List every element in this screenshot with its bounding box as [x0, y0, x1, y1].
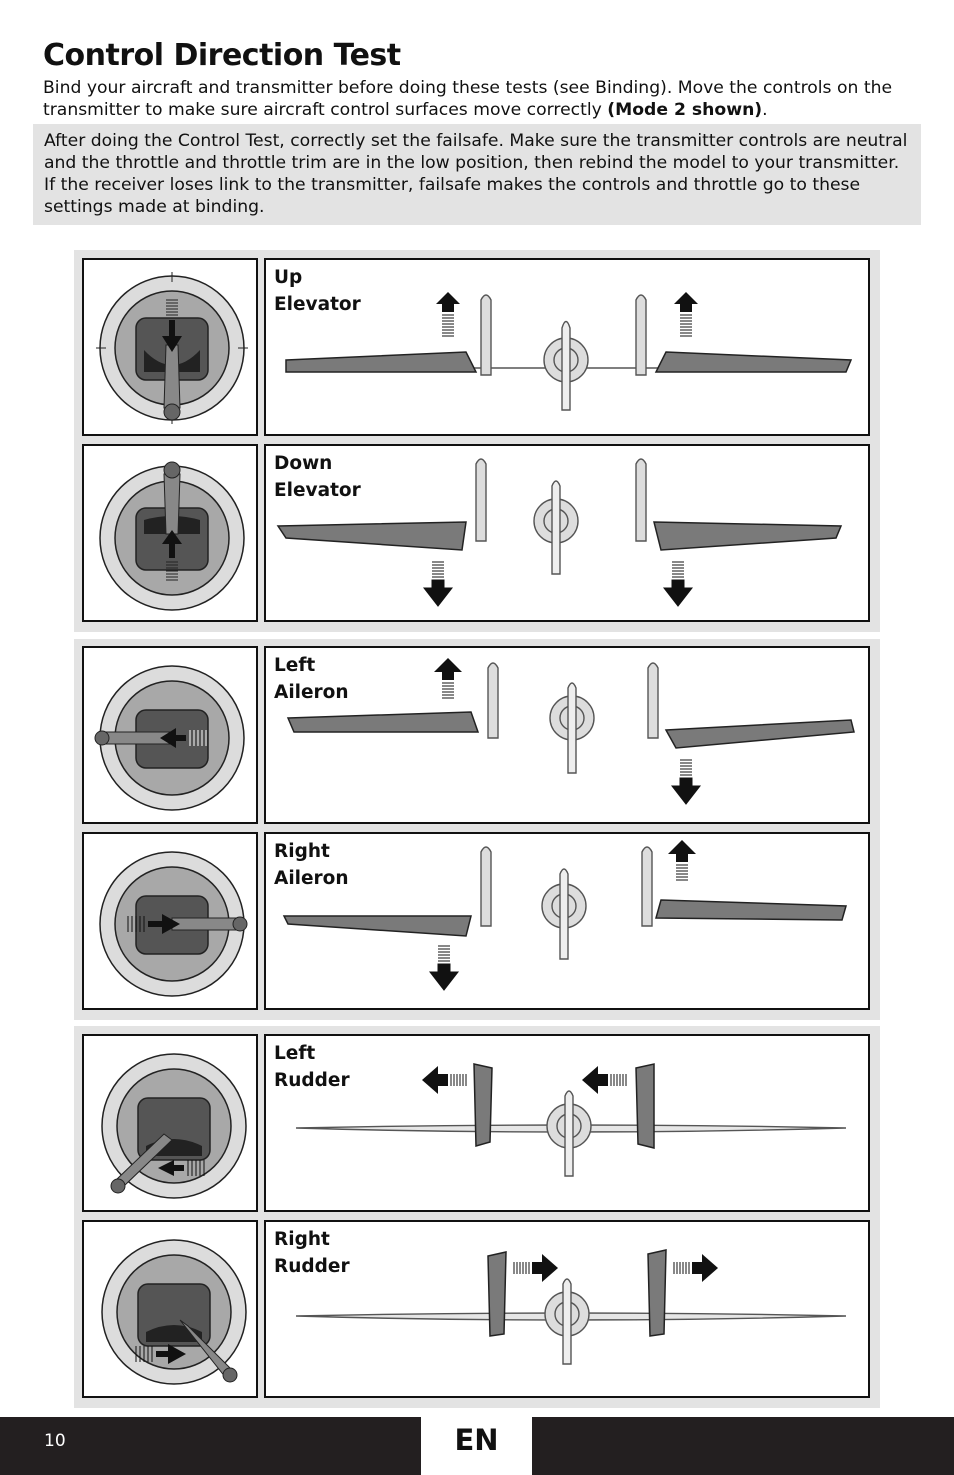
transmitter-stick-diagram: [82, 832, 258, 1010]
transmitter-stick-diagram: [82, 258, 258, 436]
down-arrow-icon: [670, 759, 702, 805]
page-number: 10: [44, 1431, 66, 1451]
up-arrow-icon: [674, 292, 698, 337]
right-arrow-icon: [673, 1254, 718, 1282]
left-arrow-icon: [422, 1066, 467, 1094]
transmitter-stick-diagram: [82, 444, 258, 622]
down-arrow-icon: [662, 561, 694, 607]
footer-bar-left: [0, 1417, 421, 1475]
down-arrow-icon: [422, 561, 454, 607]
failsafe-note-text: After doing the Control Test, correctly …: [44, 131, 908, 217]
intro-end: .: [762, 100, 768, 120]
right-arrow-icon: [513, 1254, 558, 1282]
transmitter-stick-diagram: [82, 1034, 258, 1212]
up-arrow-icon: [668, 840, 696, 881]
left-arrow-icon: [582, 1066, 627, 1094]
footer-bar-right: [532, 1417, 954, 1475]
transmitter-stick-diagram: [82, 1220, 258, 1398]
up-arrow-icon: [434, 658, 462, 699]
intro-text: Bind your aircraft and transmitter befor…: [43, 78, 893, 120]
page-title: Control Direction Test: [43, 38, 401, 73]
down-arrow-icon: [428, 945, 460, 991]
transmitter-stick-diagram: [82, 646, 258, 824]
up-arrow-icon: [436, 292, 460, 337]
intro-mode-note: (Mode 2 shown): [607, 100, 763, 120]
intro-paragraph: Bind your aircraft and transmitter befor…: [43, 77, 923, 121]
language-tab: EN: [454, 1423, 499, 1457]
failsafe-note: After doing the Control Test, correctly …: [33, 124, 921, 225]
